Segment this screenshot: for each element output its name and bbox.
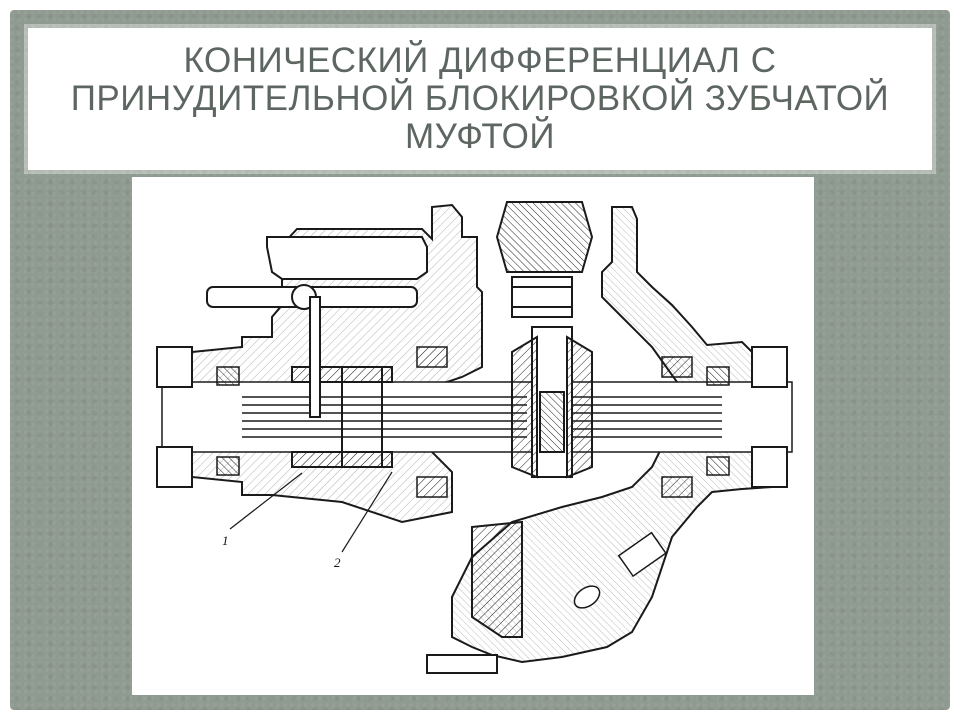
- ring-gear: [471, 520, 523, 638]
- left-axle-shaft: [161, 381, 533, 453]
- differential-drawing: 1 2: [132, 177, 814, 695]
- breather: [573, 531, 667, 609]
- differential-cross-section: 1 2: [156, 201, 793, 674]
- shift-rod: [206, 284, 418, 418]
- slide-title: Конический дифференциал с принудительной…: [70, 41, 890, 156]
- callout-2: 2: [334, 555, 341, 570]
- leader-line-2: [341, 471, 393, 553]
- drive-pinion: [495, 201, 594, 273]
- bearings: [216, 346, 730, 498]
- title-box: Конический дифференциал с принудительной…: [28, 28, 932, 170]
- callout-1: 1: [222, 533, 229, 548]
- shift-fork: [309, 296, 321, 418]
- flange-bolts: [156, 346, 788, 674]
- differential-spider: [511, 326, 593, 479]
- leader-line-1: [229, 472, 303, 530]
- right-axle-shaft: [566, 381, 793, 453]
